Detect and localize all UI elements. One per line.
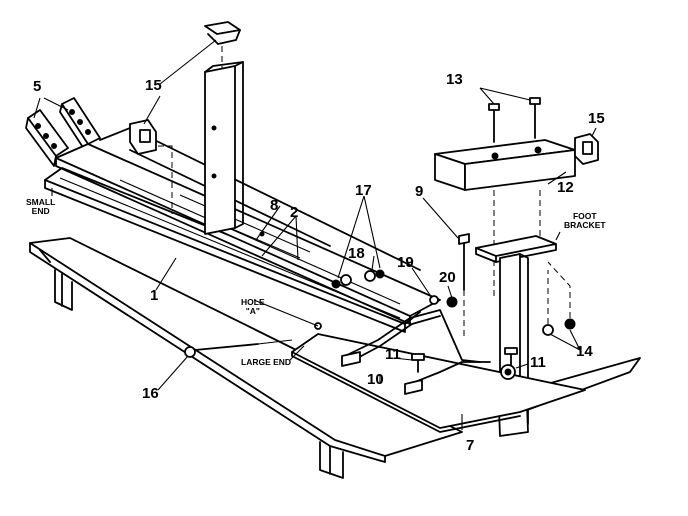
callout-20: 20: [439, 269, 456, 286]
callout-8: 8: [270, 197, 279, 214]
callout-2: 2: [290, 204, 299, 221]
part-9-bolt: [458, 233, 470, 340]
callout-19: 19: [397, 254, 414, 271]
callout-15-tube-cap: 15: [588, 110, 605, 127]
label-small-end: SMALL END: [26, 197, 56, 217]
callout-7: 7: [466, 437, 475, 454]
callout-18: 18: [348, 245, 365, 262]
foot-bracket: [475, 235, 557, 263]
part-17-fasteners: [331, 269, 385, 289]
callout-14: 14: [576, 343, 593, 360]
part-5-small-end-pieces: [25, 97, 101, 167]
callout-16: 16: [142, 385, 159, 402]
label-large-end: LARGE END: [241, 357, 292, 367]
part-18-nut: [364, 270, 376, 282]
callout-10: 10: [367, 371, 384, 388]
part-8-side-rail: [55, 143, 441, 325]
label-foot-bracket: FOOT BRACKET: [564, 211, 606, 231]
part-7-foot-plate: [291, 333, 586, 433]
part-20-nut: [446, 296, 458, 308]
callout-9: 9: [415, 183, 424, 200]
callout-1: 1: [150, 287, 159, 304]
part-10-straps: [341, 309, 491, 395]
callout-17: 17: [355, 182, 372, 199]
part-14-nuts: [542, 261, 576, 336]
label-hole-a: HOLE "A": [241, 297, 265, 317]
post-cap-top: [204, 21, 241, 68]
callout-11-right: 11: [530, 354, 546, 371]
leader-lines: [33, 39, 597, 430]
callout-15-post-cap: 15: [145, 77, 162, 94]
callout-11-left: 11: [385, 346, 401, 363]
post-cap-side: [129, 119, 173, 214]
part-15-tube-cap: [574, 133, 599, 165]
callout-5: 5: [33, 78, 42, 95]
part-16-rod: [184, 339, 293, 358]
part-12-cross-tube: [434, 139, 576, 191]
upright-post: [204, 61, 244, 235]
callout-13: 13: [446, 71, 463, 88]
part-11-bolts: [411, 347, 518, 380]
callout-12: 12: [557, 179, 574, 196]
